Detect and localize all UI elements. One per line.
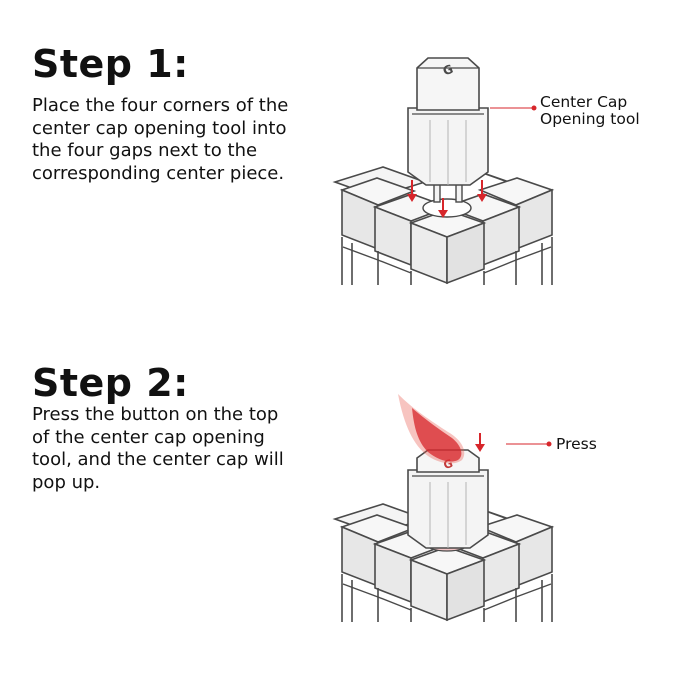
step-2-title: Step 2: [32,361,189,405]
press-callout-label: Press [556,435,597,453]
press-arrow-icon [475,433,485,452]
finger-press-icon [398,394,465,464]
tool-callout-label: Center Cap Opening tool [540,94,640,128]
pressed-tool-icon: G [407,449,489,549]
tool-callout-leader [490,105,537,111]
tool-callout-line-2: Opening tool [540,110,640,128]
step-1-title: Step 1: [32,42,189,86]
svg-text:G: G [441,62,455,79]
center-cap-opening-tool-icon: G [407,57,489,203]
step-1-instructions: Place the four corners of the center cap… [32,95,289,184]
tool-callout-line-1: Center Cap [540,93,628,111]
step-2-instructions: Press the button on the top of the cente… [32,404,284,493]
down-arrow-icon [407,180,487,218]
press-callout-leader [506,441,552,447]
step-1-cube-icon [334,166,553,286]
